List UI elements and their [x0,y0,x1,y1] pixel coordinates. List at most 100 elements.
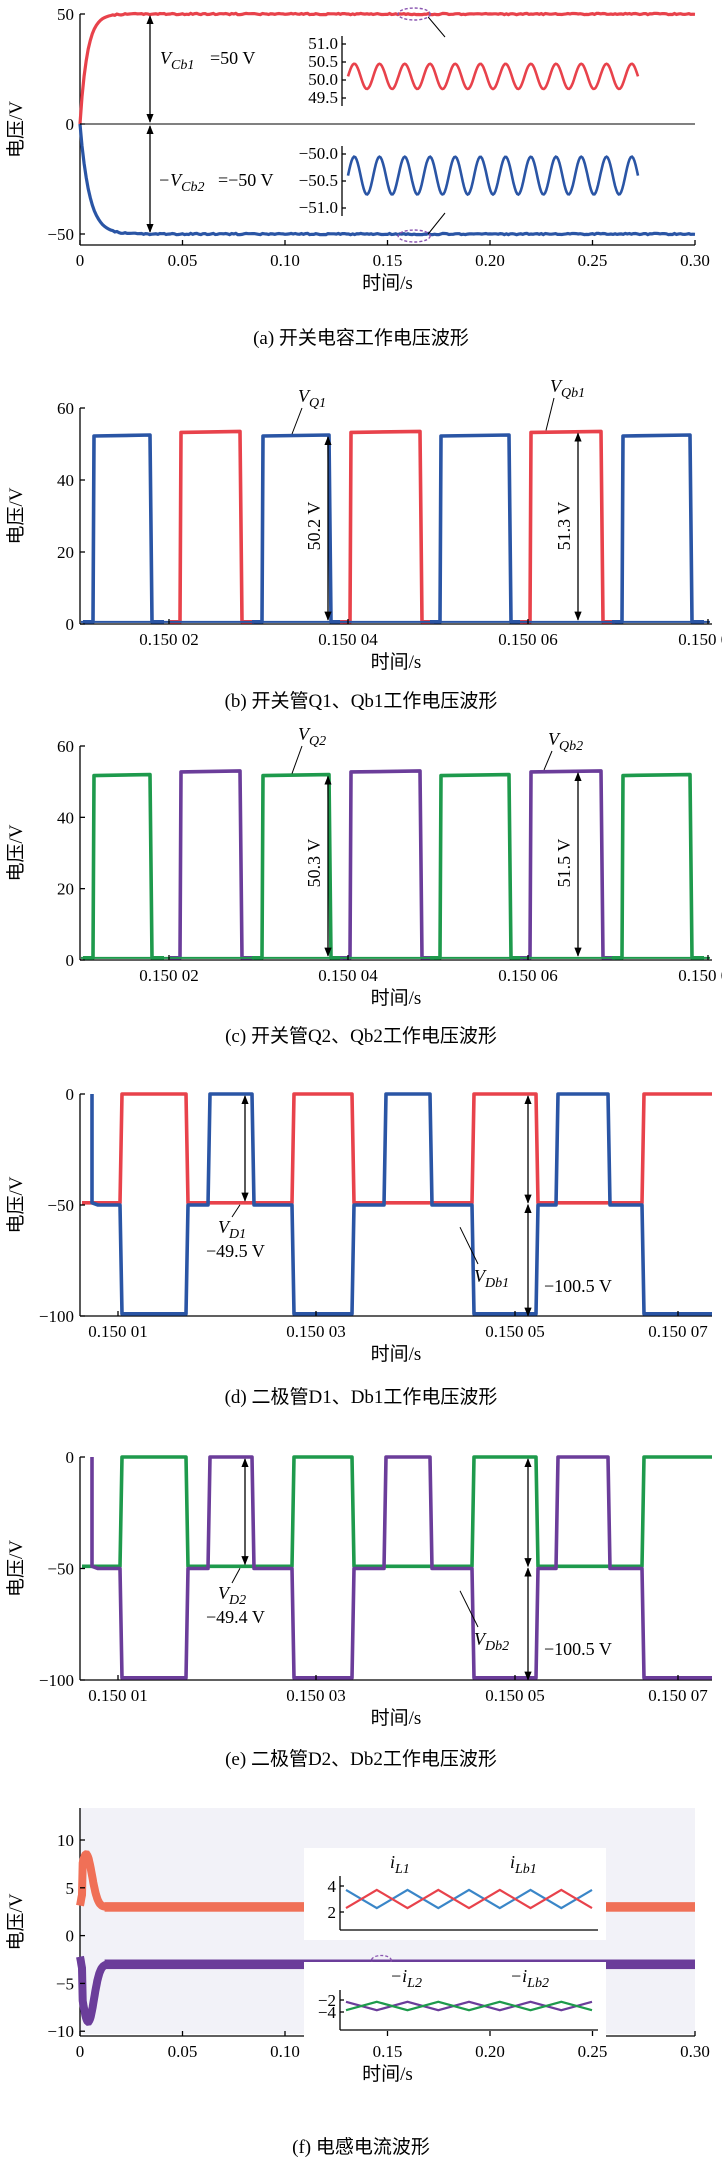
x-tick-label: 0 [76,251,85,270]
series-label-Q1: VQ1 [298,386,326,411]
x-tick-label: 0.150 08 [678,966,722,985]
amplitude-value-left: 50.3 V [304,839,324,888]
y-tick-label: 0 [66,115,75,134]
pulse-vq-2 [252,775,343,958]
leader-Q2 [292,746,302,774]
inset-ripple-line [348,64,638,89]
pulse-vq-6 [612,435,704,622]
pulse-vqb-1 [170,771,254,958]
x-axis-label: 时间/s [362,272,413,294]
label-subscript: D1 [228,1227,246,1242]
inset-ripple-line [348,157,638,195]
label-main: −i [510,1966,527,1986]
amplitude-value-left: 50.2 V [304,502,324,551]
x-tick-label: 0.150 05 [485,1322,545,1341]
pulse-vq-0 [83,435,164,622]
amplitude-value-left: −49.5 V [206,1241,265,1261]
vcb1-label: VCb1 [160,48,194,73]
label-subscript: Q1 [309,396,326,411]
label-main: −i [390,1966,407,1986]
x-axis-label: 时间/s [362,2063,413,2085]
pulse-vq-4 [430,435,523,622]
amplitude-value-right: −100.5 V [544,1276,612,1296]
zoom-marker-bottom [398,230,430,242]
label-subscript: L2 [406,1976,422,1991]
series-label-D1: VD1 [218,1217,246,1242]
label-subscript: Lb2 [526,1976,549,1991]
y-tick-label: −100 [39,1307,74,1326]
x-tick-label: 0.20 [475,2042,505,2061]
series-D1-line [82,1094,712,1203]
y-axis-label: 电压/V [5,824,27,881]
label-subscript: D2 [228,1593,246,1608]
y-tick-label: 40 [57,808,74,827]
series-label-Qb2: VQb2 [548,729,583,754]
label-subscript: Q2 [309,734,326,749]
pulse-vqb-1 [170,431,254,621]
amplitude-value-left: −49.4 V [206,1607,265,1627]
chart-caption: (f) 电感电流波形 [292,2136,430,2158]
vcb1-value: =50 V [210,48,255,68]
x-tick-label: 0.25 [578,251,608,270]
series-group [81,431,710,621]
x-tick-label: 0.150 03 [286,1686,346,1705]
y-tick-label: 0 [66,951,75,970]
inset-tick-label: 4 [328,1877,337,1896]
leader-Qb1 [546,398,554,430]
y-tick-label: 40 [57,471,74,490]
pulse-vq-2 [252,435,343,622]
x-tick-label: 0.150 04 [318,966,378,985]
inset-tick-label: 2 [328,1903,337,1922]
x-tick-label: 0 [76,2042,85,2061]
y-tick-label: 0 [66,1085,75,1104]
x-axis-label: 时间/s [371,1343,422,1365]
x-tick-label: 0.150 07 [648,1686,708,1705]
inset-tick-label: 50.0 [308,70,338,89]
inset-tick-label: −50.0 [299,144,338,163]
x-tick-label: 0.150 08 [678,630,722,649]
pulse-vqb-3 [340,771,434,958]
chart-caption: (c) 开关管Q2、Qb2工作电压波形 [225,1025,497,1047]
chart-caption: (a) 开关电容工作电压波形 [253,327,469,349]
zoom-leader-top [428,17,445,37]
series-group [82,1094,712,1314]
leader-Q1 [292,408,302,434]
x-tick-label: 0.30 [680,251,710,270]
series-label-Db1: VDb1 [474,1266,509,1291]
label-subscript: Db1 [484,1276,509,1291]
label-subscript: Cb2 [181,180,204,195]
y-tick-label: −50 [47,225,74,244]
x-tick-label: 0.150 05 [485,1686,545,1705]
pulse-vqb-3 [340,431,434,621]
y-tick-label: 20 [57,880,74,899]
leader-D2 [232,1568,240,1583]
inset-tick-label: 50.5 [308,52,338,71]
label-subscript: Db2 [484,1639,509,1654]
y-tick-label: 60 [57,737,74,756]
vcb2-value: =−50 V [218,170,273,190]
chart-caption: (e) 二极管D2、Db2工作电压波形 [225,1748,497,1770]
y-tick-label: −10 [47,2022,74,2041]
y-tick-label: −100 [39,1671,74,1690]
x-tick-label: 0.150 02 [139,966,199,985]
x-tick-label: 0.150 07 [648,1322,708,1341]
x-tick-label: 0.15 [373,2042,403,2061]
y-tick-label: 0 [66,1448,75,1467]
inset-tick-label: −51.0 [299,198,338,217]
x-tick-label: 0.05 [168,2042,198,2061]
y-tick-label: −5 [56,1974,74,1993]
x-tick-label: 0.30 [680,2042,710,2061]
x-axis-label: 时间/s [371,651,422,673]
amplitude-value-right: −100.5 V [544,1639,612,1659]
chart-caption: (d) 二极管D1、Db1工作电压波形 [225,1386,498,1408]
series-label-Db2: VDb2 [474,1629,509,1654]
series-D2-line [82,1457,712,1566]
vcb2-label: −VCb2 [158,170,205,195]
label-subscript: Qb1 [561,386,585,401]
label-subscript: Cb1 [171,58,194,73]
x-tick-label: 0.150 06 [498,966,558,985]
label-subscript: Qb2 [559,739,583,754]
leader-Db1 [460,1227,478,1264]
x-tick-label: 0.05 [168,251,198,270]
leader-D1 [232,1205,240,1217]
